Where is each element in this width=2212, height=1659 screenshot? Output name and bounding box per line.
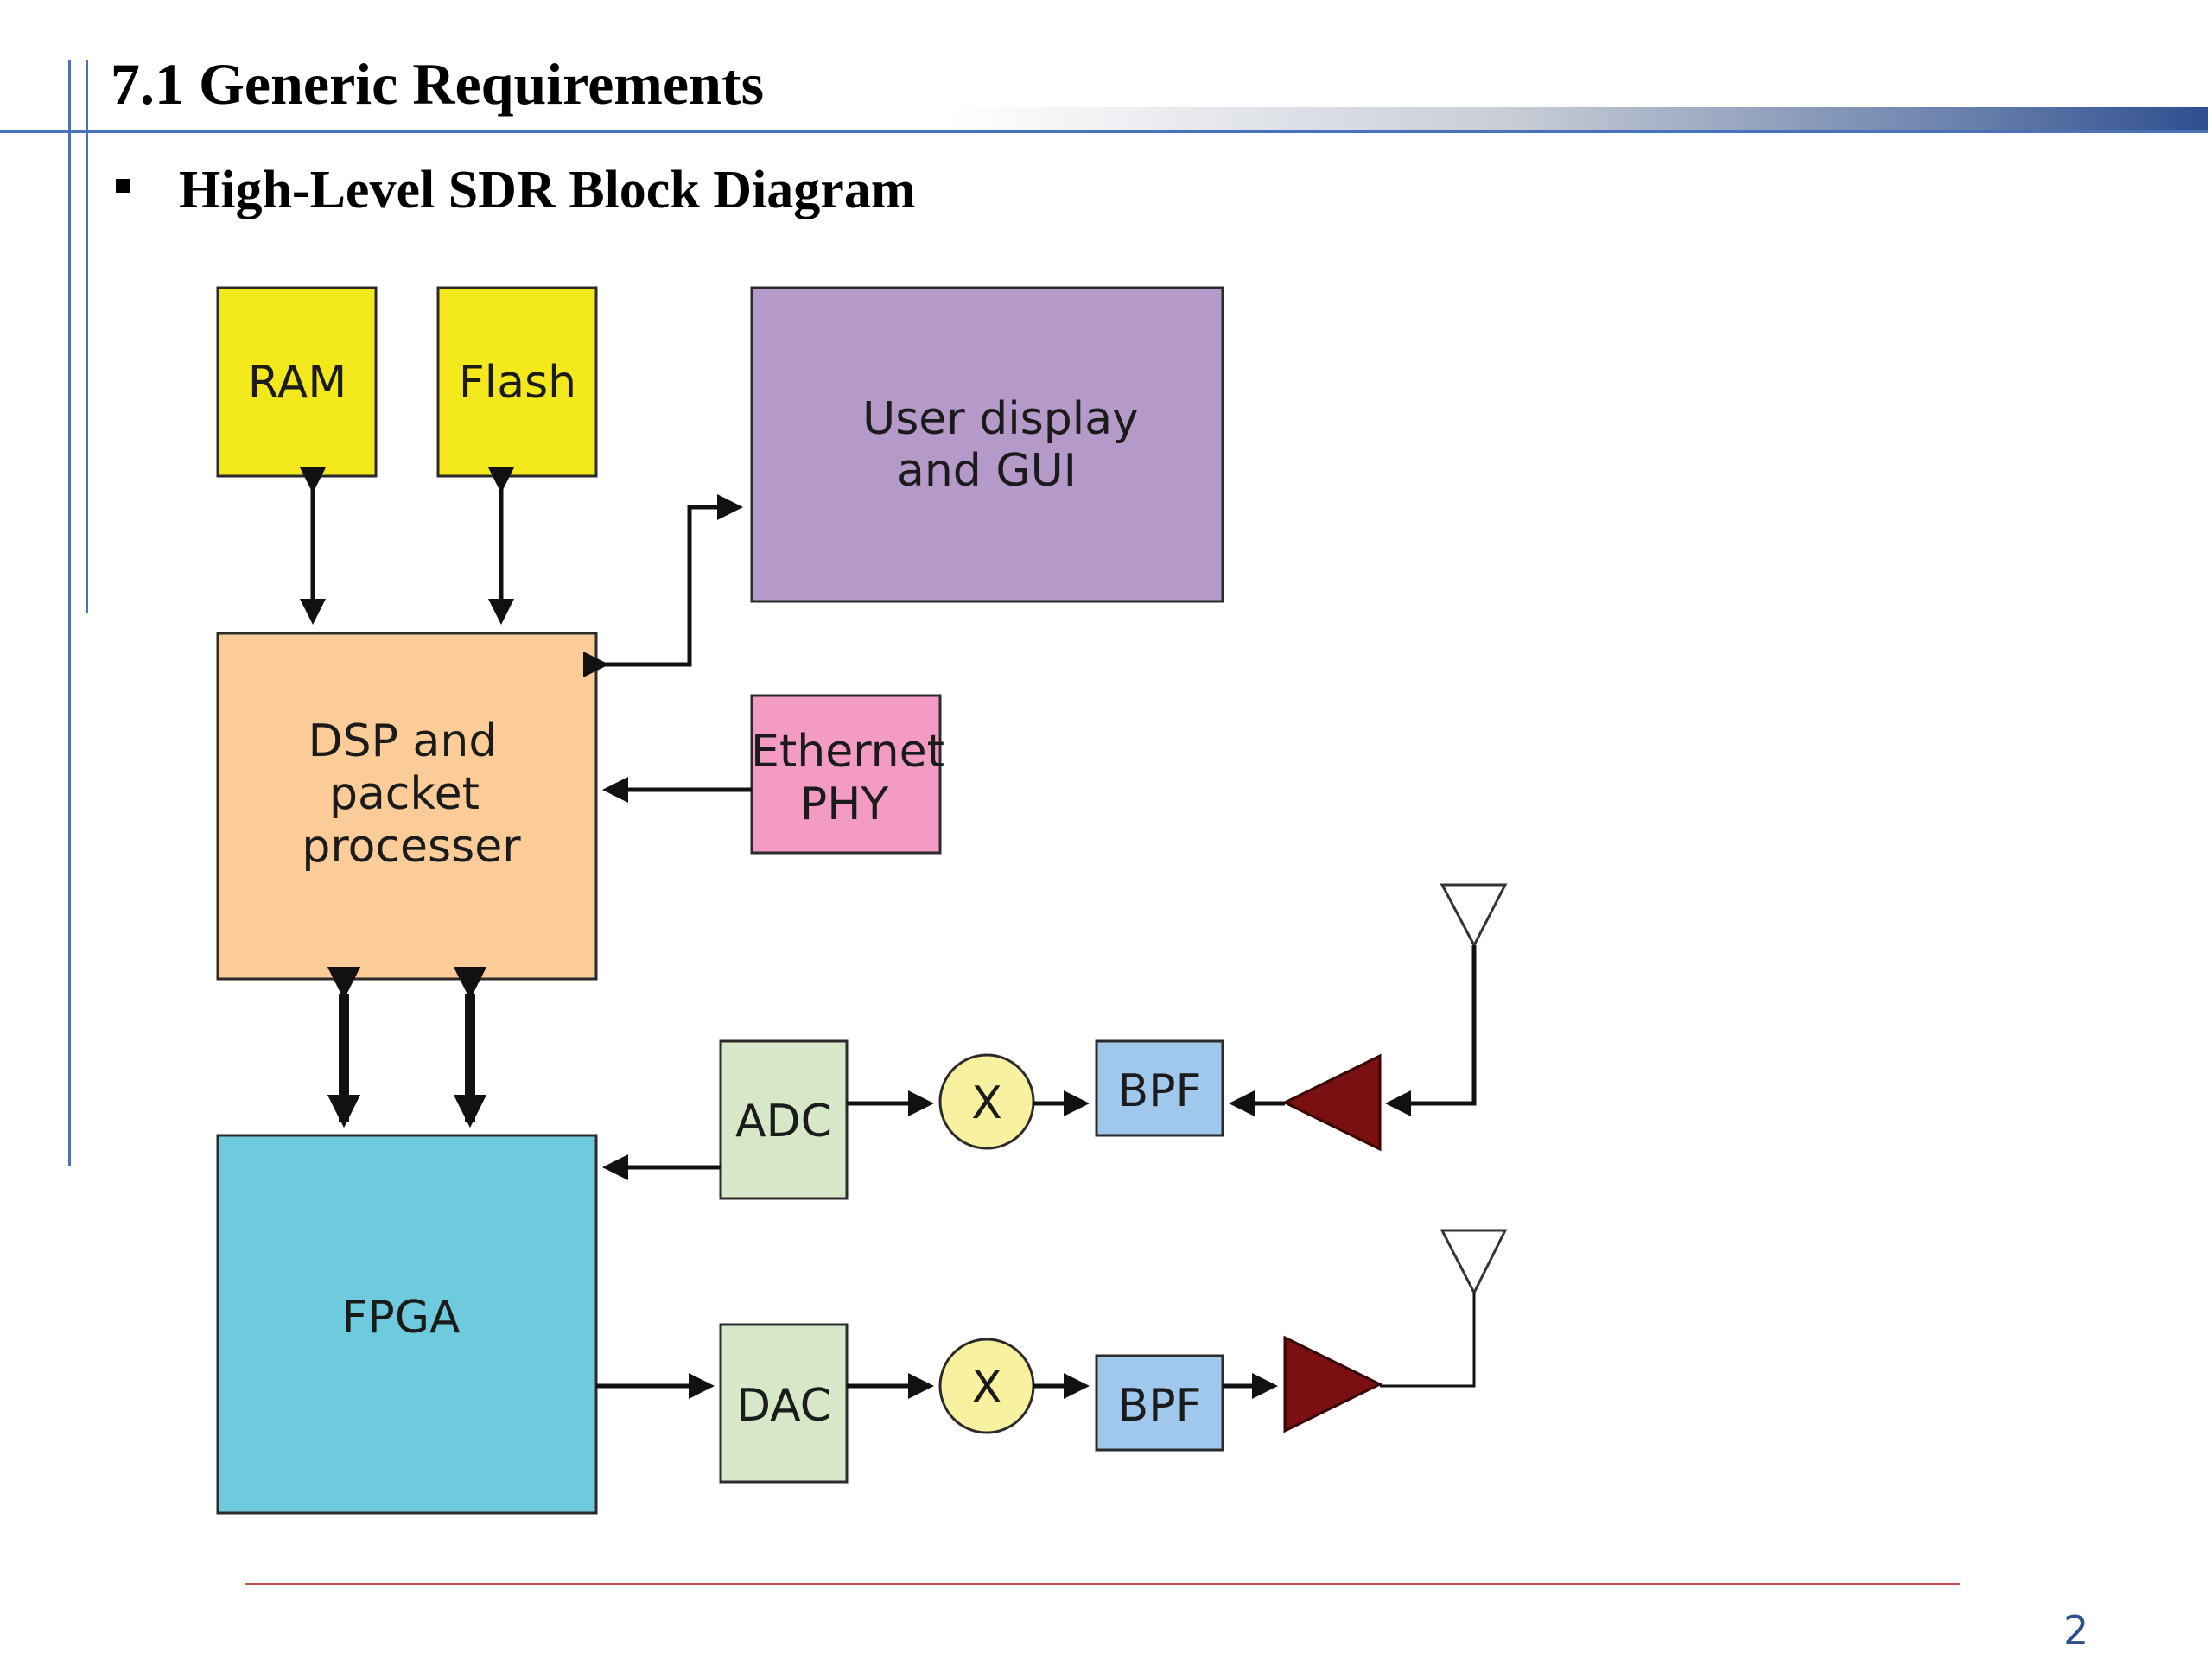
title-underline	[0, 130, 2208, 133]
left-accent-line-outer	[68, 60, 71, 1166]
flash-label: Flash	[459, 357, 576, 409]
fpga-block	[216, 1134, 598, 1515]
rx-bpf-block	[1095, 1039, 1224, 1137]
dac-block	[719, 1323, 849, 1484]
ethernet-phy-block	[750, 694, 942, 855]
page-number: 2	[2063, 1607, 2089, 1654]
bullet-square-icon	[116, 179, 130, 193]
tx-antenna-icon	[1440, 1229, 1508, 1296]
rx-amplifier-icon	[1281, 1053, 1382, 1152]
rx-antenna-icon	[1440, 883, 1508, 949]
dsp-block	[216, 632, 598, 981]
tx-bpf-label: BPF	[1118, 1380, 1202, 1432]
fpga-label: FPGA	[341, 1292, 461, 1344]
rx-bpf-label: BPF	[1118, 1065, 1202, 1117]
adc-block	[719, 1039, 849, 1200]
tx-mixer-label: X	[971, 1362, 1002, 1414]
left-accent-line-inner	[86, 60, 88, 613]
dsp-label-line2: packet	[329, 768, 480, 820]
dsp-display-link	[583, 494, 743, 677]
user-display-block	[750, 286, 1224, 603]
dsp-label-line1: DSP and	[308, 715, 498, 767]
ram-block	[216, 286, 378, 478]
user-display-label-line2: and GUI	[897, 445, 1077, 497]
title-gradient-bar	[950, 107, 2208, 133]
ram-label: RAM	[248, 357, 346, 409]
amp-antenna-tx-link	[1380, 1293, 1476, 1388]
dsp-label-line3: processer	[302, 821, 521, 873]
footer-rule	[245, 1583, 1960, 1585]
adc-label: ADC	[735, 1096, 832, 1147]
ethernet-label-line2: PHY	[800, 779, 888, 830]
dac-label: DAC	[736, 1380, 831, 1432]
ethernet-label-line1: Ethernet	[751, 726, 944, 778]
rx-mixer-label: X	[971, 1077, 1002, 1129]
user-display-label-line1: User display	[862, 393, 1139, 445]
flash-block	[436, 286, 598, 478]
bullet-text: High-Level SDR Block Diagram	[179, 161, 916, 219]
antenna-amp-rx-link	[1385, 945, 1477, 1116]
tx-amplifier-icon	[1283, 1335, 1383, 1433]
tx-bpf-block	[1095, 1354, 1224, 1452]
slide-title: 7.1 Generic Requirements	[111, 51, 765, 117]
